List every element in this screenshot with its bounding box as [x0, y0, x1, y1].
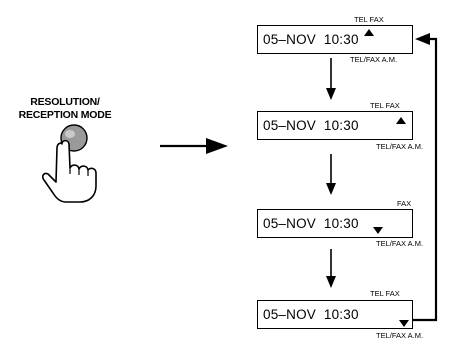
button-label-line2: RECEPTION MODE — [18, 109, 112, 121]
display-3-indicator-down-icon — [373, 227, 383, 234]
display-2-bottom-labels: TEL/FAX A.M. — [376, 142, 424, 151]
display-4-bottom-labels: TEL/FAX A.M. — [376, 331, 424, 340]
display-1-text: 05–NOV 10:30 — [263, 32, 359, 47]
display-4-text: 05–NOV 10:30 — [263, 307, 359, 322]
display-2-screen: 05–NOV 10:30 — [257, 111, 413, 140]
display-2-top-labels: TEL FAX — [370, 101, 400, 110]
pointing-hand-icon — [41, 124, 97, 203]
right-arrow-icon — [160, 138, 228, 154]
display-1-top-labels: TEL FAX — [354, 15, 384, 24]
down-arrow-icon — [326, 154, 336, 195]
button-label-line1: RESOLUTION/ — [30, 96, 100, 108]
display-2-text: 05–NOV 10:30 — [263, 118, 359, 133]
display-3-text: 05–NOV 10:30 — [263, 216, 359, 231]
down-arrow-icon — [326, 249, 336, 288]
display-4-top-labels: TEL FAX — [370, 289, 400, 298]
loop-back-arrow-icon — [413, 33, 438, 322]
display-1-indicator-up-icon — [364, 29, 374, 36]
display-4-screen: 05–NOV 10:30 — [257, 300, 413, 329]
down-arrow-icon — [326, 58, 336, 100]
display-3-screen: 05–NOV 10:30 — [257, 209, 413, 238]
display-1-bottom-labels: TEL/FAX A.M. — [350, 55, 398, 64]
display-3-top-labels: FAX — [397, 199, 412, 208]
display-1-screen: 05–NOV 10:30 — [257, 25, 413, 54]
display-3-bottom-labels: TEL/FAX A.M. — [376, 239, 424, 248]
display-2-indicator-up-icon — [396, 117, 406, 124]
display-4-indicator-down-icon — [399, 320, 409, 327]
